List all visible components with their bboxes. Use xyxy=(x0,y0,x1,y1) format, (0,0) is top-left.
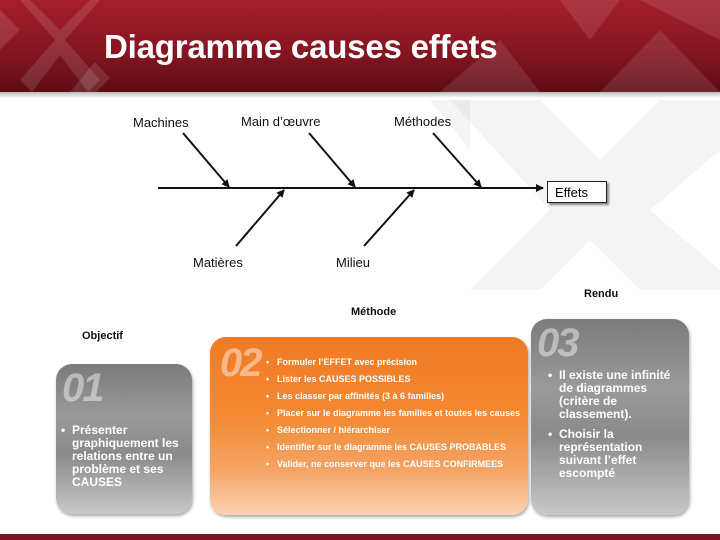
methode-list: Formuler l’EFFET avec précision Lister l… xyxy=(266,357,527,476)
heading-methode: Méthode xyxy=(351,306,397,318)
card-rendu: 03 Il existe une infinité de diagrammes … xyxy=(531,319,689,515)
cause-label-machines: Machines xyxy=(133,115,189,130)
heading-rendu: Rendu xyxy=(584,288,619,300)
list-item: Présenter graphiquement les relations en… xyxy=(61,424,188,489)
effect-box: Effets xyxy=(547,181,607,203)
list-item: Lister les CAUSES POSSIBLES xyxy=(266,374,527,385)
list-item: Placer sur le diagramme les familles et … xyxy=(266,408,527,419)
branch-matieres xyxy=(235,189,285,247)
list-item: Choisir la représentation suivant l’effe… xyxy=(548,428,685,480)
cause-label-matieres: Matières xyxy=(193,255,243,270)
list-item: Formuler l’EFFET avec précision xyxy=(266,357,527,368)
card-objectif: 01 Présenter graphiquement les relations… xyxy=(56,364,192,514)
list-item: Valider, ne conserver que les CAUSES CON… xyxy=(266,459,527,470)
heading-objectif: Objectif xyxy=(82,330,123,342)
page-title: Diagramme causes effets xyxy=(104,28,498,65)
branch-machines xyxy=(182,132,230,188)
list-item: Les classer par affinités (3 à 6 famille… xyxy=(266,391,527,402)
title-banner: Diagramme causes effets xyxy=(0,0,720,92)
card-methode: 02 Formuler l’EFFET avec précision Liste… xyxy=(210,337,528,515)
card-number-03: 03 xyxy=(537,321,579,365)
logo-pattern-icon xyxy=(0,0,720,92)
list-item: Sélectionner / hiérarchiser xyxy=(266,425,527,436)
rendu-list: Il existe une infinité de diagrammes (cr… xyxy=(548,369,685,487)
fishbone-diagram xyxy=(158,132,544,247)
branch-main-doeuvre xyxy=(308,132,356,188)
card-number-02: 02 xyxy=(220,341,262,385)
cause-label-methodes: Méthodes xyxy=(394,114,452,129)
footer-bar xyxy=(0,534,720,540)
header-shadow xyxy=(0,92,720,98)
branch-milieu xyxy=(363,189,415,247)
list-item: Il existe une infinité de diagrammes (cr… xyxy=(548,369,685,421)
list-item: Identifier sur le diagramme les CAUSES P… xyxy=(266,442,527,453)
objectif-list: Présenter graphiquement les relations en… xyxy=(61,424,188,489)
branch-methodes xyxy=(432,132,482,188)
card-number-01: 01 xyxy=(62,366,104,410)
cause-label-main-doeuvre: Main d’œuvre xyxy=(241,114,321,129)
cause-label-milieu: Milieu xyxy=(336,255,370,270)
